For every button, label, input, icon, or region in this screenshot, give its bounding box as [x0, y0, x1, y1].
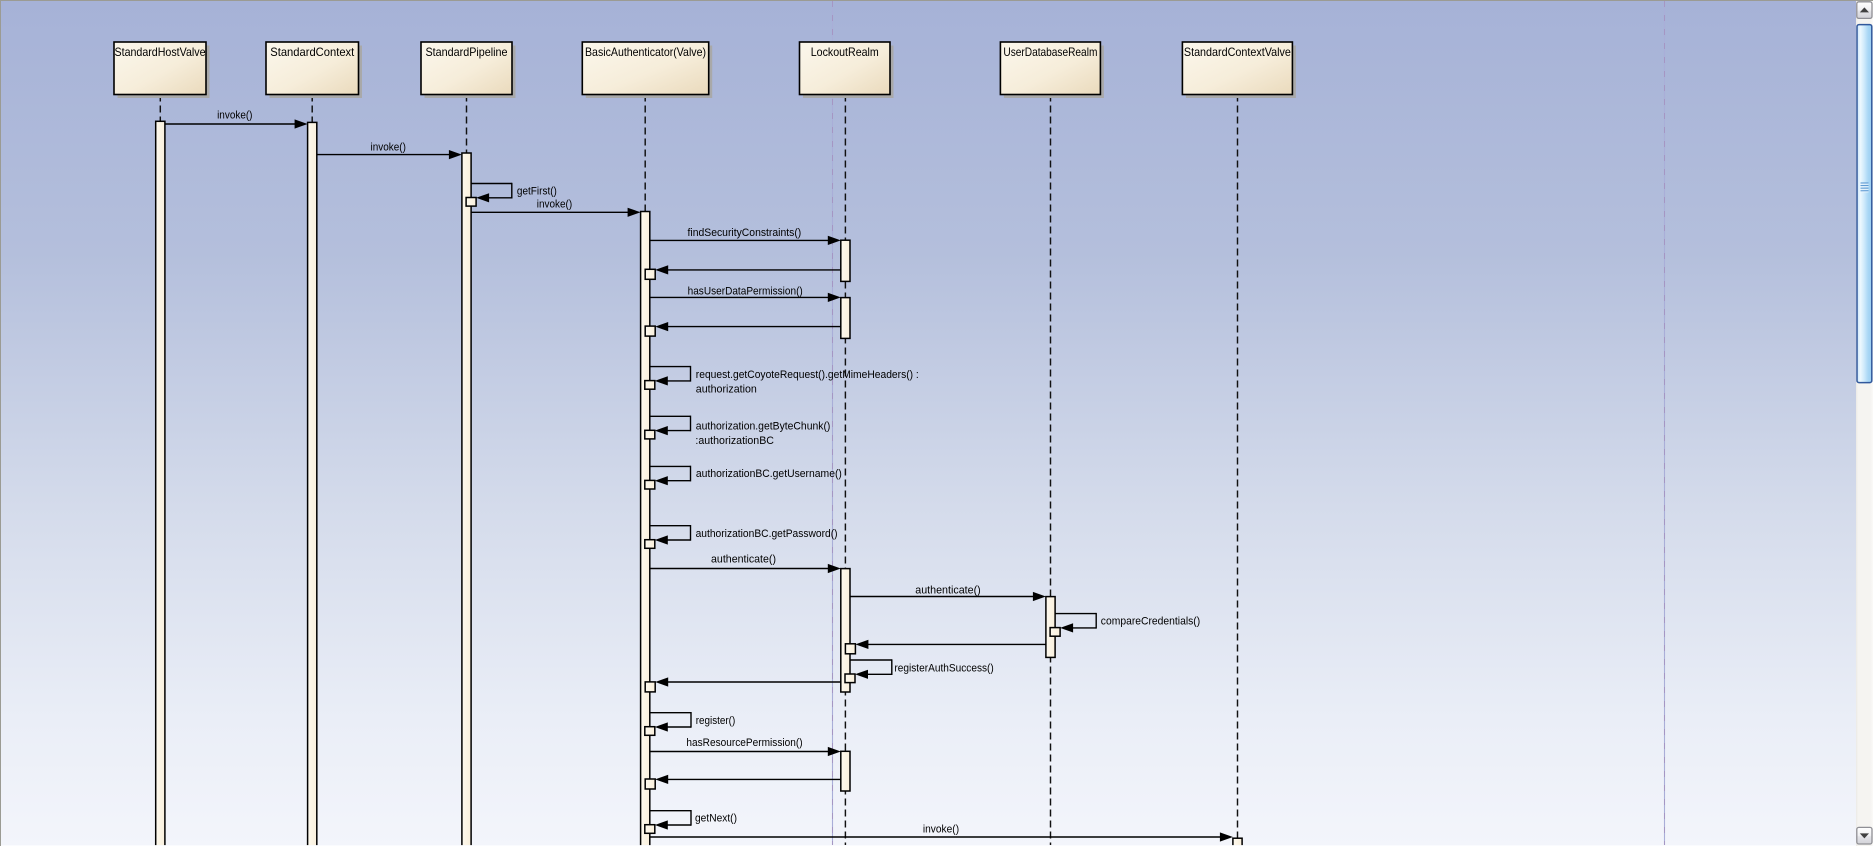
svg-text:register(): register() — [696, 715, 736, 727]
svg-text:authorizationBC.getUsername(): authorizationBC.getUsername() — [696, 468, 842, 480]
svg-text:request.getCoyoteRequest().get: request.getCoyoteRequest().getMimeHeader… — [696, 369, 919, 381]
svg-text::authorizationBC: :authorizationBC — [695, 435, 774, 447]
svg-text:LockoutRealm: LockoutRealm — [811, 46, 879, 59]
svg-text:hasUserDataPermission(): hasUserDataPermission() — [688, 286, 803, 298]
svg-text:invoke(): invoke() — [217, 110, 252, 122]
svg-text:StandardContextValve: StandardContextValve — [1184, 46, 1291, 59]
svg-text:hasResourcePermission(): hasResourcePermission() — [686, 737, 802, 749]
svg-text:authorizationBC.getPassword(): authorizationBC.getPassword() — [696, 528, 838, 540]
svg-text:authenticate(): authenticate() — [915, 584, 981, 596]
svg-text:authorization: authorization — [696, 384, 757, 396]
svg-text:registerAuthSuccess(): registerAuthSuccess() — [894, 663, 993, 675]
svg-text:invoke(): invoke() — [923, 823, 959, 835]
svg-text:findSecurityConstraints(): findSecurityConstraints() — [688, 227, 802, 239]
svg-text:invoke(): invoke() — [371, 141, 406, 153]
svg-text:StandardContext: StandardContext — [270, 46, 355, 59]
svg-text:authorization.getByteChunk(): authorization.getByteChunk() — [696, 420, 831, 432]
svg-text:getFirst(): getFirst() — [517, 186, 557, 198]
svg-text:authenticate(): authenticate() — [711, 553, 776, 565]
svg-text:getNext(): getNext() — [695, 812, 737, 824]
svg-text:BasicAuthenticator(Valve): BasicAuthenticator(Valve) — [585, 46, 706, 59]
svg-text:invoke(): invoke() — [537, 198, 572, 210]
svg-text:StandardHostValve: StandardHostValve — [115, 46, 206, 59]
svg-text:compareCredentials(): compareCredentials() — [1101, 616, 1200, 628]
svg-text:StandardPipeline: StandardPipeline — [426, 46, 508, 59]
svg-text:UserDatabaseRealm: UserDatabaseRealm — [1003, 46, 1097, 59]
